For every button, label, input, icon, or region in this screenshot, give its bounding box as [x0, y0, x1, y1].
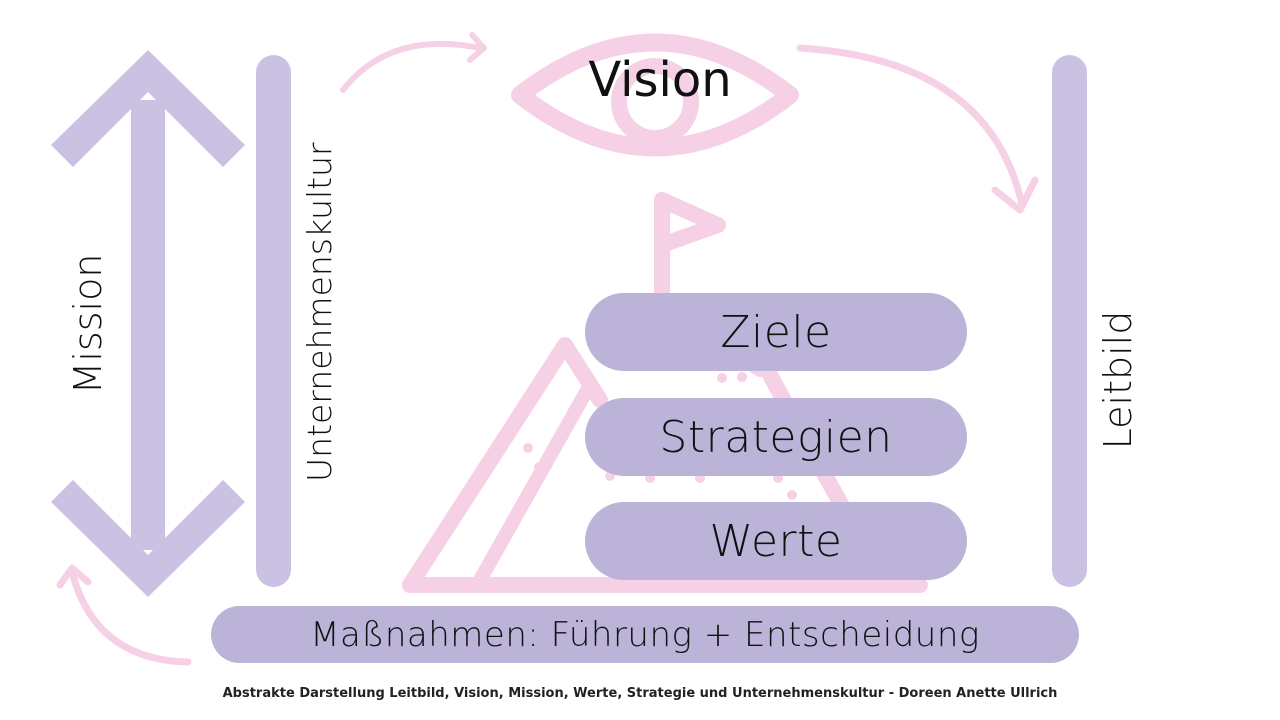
eye-icon [511, 33, 799, 157]
strategies-pill: Strategien [585, 398, 967, 476]
curved-arrow-icon [340, 32, 487, 93]
mission-label: Mission [66, 253, 110, 395]
flag-icon [654, 192, 726, 308]
double-arrow-icon [51, 50, 245, 597]
leitbild-bar [1052, 55, 1087, 587]
measures-bar: Maßnahmen: Führung + Entscheidung [211, 606, 1079, 663]
culture-bar [256, 55, 291, 587]
leitbild-label: Leitbild [1096, 310, 1140, 450]
vision-title: Vision [588, 52, 732, 108]
curved-arrow-icon [56, 564, 192, 666]
curved-arrow-icon [796, 44, 1039, 214]
caption: Abstrakte Darstellung Leitbild, Vision, … [222, 686, 1058, 701]
culture-label: Unternehmenskultur [300, 142, 339, 482]
goals-pill: Ziele [585, 293, 967, 371]
values-pill: Werte [585, 502, 967, 580]
